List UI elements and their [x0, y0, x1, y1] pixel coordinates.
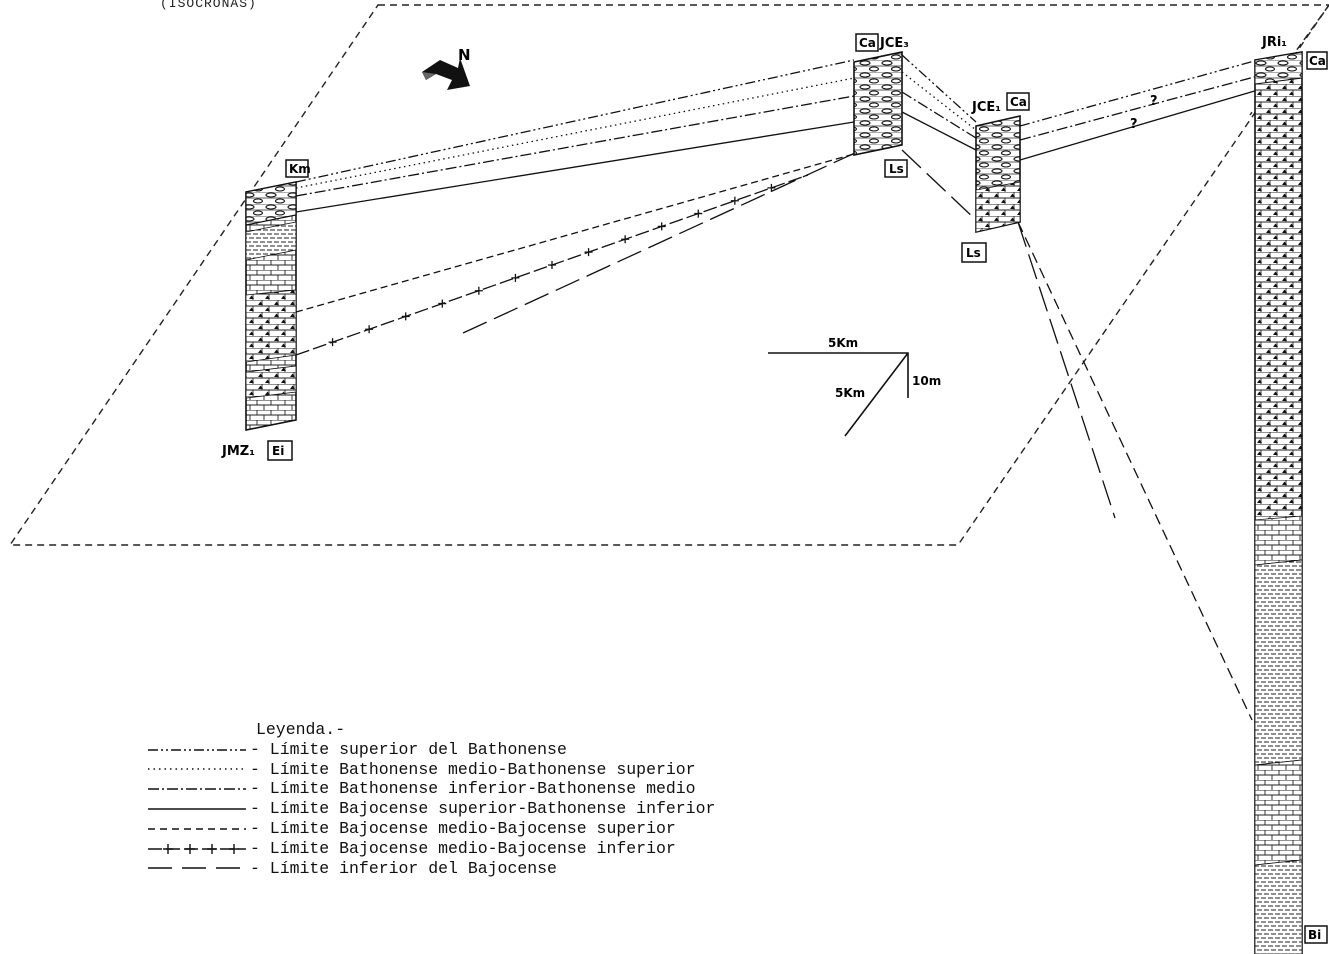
- legend-item: - Límite Bajocense medio-Bajocense super…: [146, 819, 715, 839]
- legend-title: Leyenda.-: [256, 720, 715, 740]
- legend-label: - Límite superior del Bathonense: [250, 740, 567, 760]
- plus-mark: [621, 235, 629, 243]
- north-label: N: [458, 46, 471, 64]
- line-bajocian-mid-upper: [296, 154, 854, 312]
- unit-box-ca-jce1: Ca: [1010, 95, 1027, 109]
- line-bathonian-lower-mid: [296, 76, 1258, 196]
- well-label-jri1: JRi₁: [1261, 35, 1287, 50]
- legend-item: - Límite Bajocense medio-Bajocense infer…: [146, 839, 715, 859]
- column-jce1: [976, 116, 1020, 232]
- north-arrow-icon: N: [422, 46, 471, 90]
- plus-marks: [329, 184, 776, 346]
- well-label-jmz1: JMZ₁: [221, 444, 255, 459]
- scale-horizontal: 5Km: [828, 336, 858, 350]
- legend-item: - Límite Bajocense superior-Bathonense i…: [146, 799, 715, 819]
- column-jmz1: [246, 182, 296, 430]
- legend-item: - Límite inferior del Bajocense: [146, 859, 715, 879]
- plus-mark: [329, 338, 337, 346]
- plus-mark: [365, 325, 373, 333]
- line-lower-bajocian-2: [1018, 222, 1252, 720]
- legend-item: - Límite Bathonense medio-Bathonense sup…: [146, 760, 715, 780]
- well-label-jce1: JCE₁: [971, 100, 1001, 115]
- scale-diagonal: 5Km: [835, 386, 865, 400]
- map-plane-outline: [10, 5, 1329, 545]
- unit-box-ca-jce3: Ca: [859, 36, 876, 50]
- plus-mark: [585, 248, 593, 256]
- unit-box-ca-jri1: Ca: [1309, 54, 1326, 68]
- legend-label: - Límite Bathonense medio-Bathonense sup…: [250, 760, 696, 780]
- legend-label: - Límite Bajocense medio-Bajocense infer…: [250, 839, 676, 859]
- legend: Leyenda.- - Límite superior del Bathonen…: [146, 720, 715, 878]
- legend-label: - Límite Bajocense medio-Bajocense super…: [250, 819, 676, 839]
- column-jri1: [1255, 52, 1302, 954]
- plus-mark: [731, 197, 739, 205]
- legend-item: - Límite Bathonense inferior-Bathonense …: [146, 779, 715, 799]
- plus-mark: [475, 287, 483, 295]
- plus-mark: [658, 222, 666, 230]
- well-label-jce3: JCE₃: [879, 36, 909, 51]
- plus-mark: [511, 274, 519, 282]
- legend-line-sample: [146, 763, 250, 775]
- plus-mark: [694, 210, 702, 218]
- uncertain-mark-2: ?: [1130, 117, 1138, 132]
- legend-label: - Límite inferior del Bajocense: [250, 859, 557, 879]
- legend-item: - Límite superior del Bathonense: [146, 740, 715, 760]
- legend-line-sample: [146, 803, 250, 815]
- legend-label: - Límite Bajocense superior-Bathonense i…: [250, 799, 715, 819]
- correlation-lines: [296, 55, 1258, 720]
- plus-mark: [438, 300, 446, 308]
- legend-line-sample: [146, 744, 250, 756]
- legend-line-sample: [146, 862, 250, 874]
- scale-vertical: 10m: [912, 374, 941, 388]
- unit-box-ls-jce1: Ls: [966, 246, 981, 260]
- column-jce3: [854, 52, 902, 155]
- unit-box-bi: Bi: [1308, 928, 1321, 942]
- legend-line-sample: [146, 783, 250, 795]
- legend-label: - Límite Bathonense inferior-Bathonense …: [250, 779, 696, 799]
- plus-mark: [548, 261, 556, 269]
- legend-line-sample: [146, 843, 250, 855]
- legend-line-sample: [146, 823, 250, 835]
- unit-box-ei: Ei: [272, 444, 284, 458]
- plus-mark: [402, 312, 410, 320]
- uncertain-mark-1: ?: [1150, 94, 1158, 109]
- unit-box-km: Km: [289, 162, 311, 176]
- unit-box-ls-jce3: Ls: [889, 162, 904, 176]
